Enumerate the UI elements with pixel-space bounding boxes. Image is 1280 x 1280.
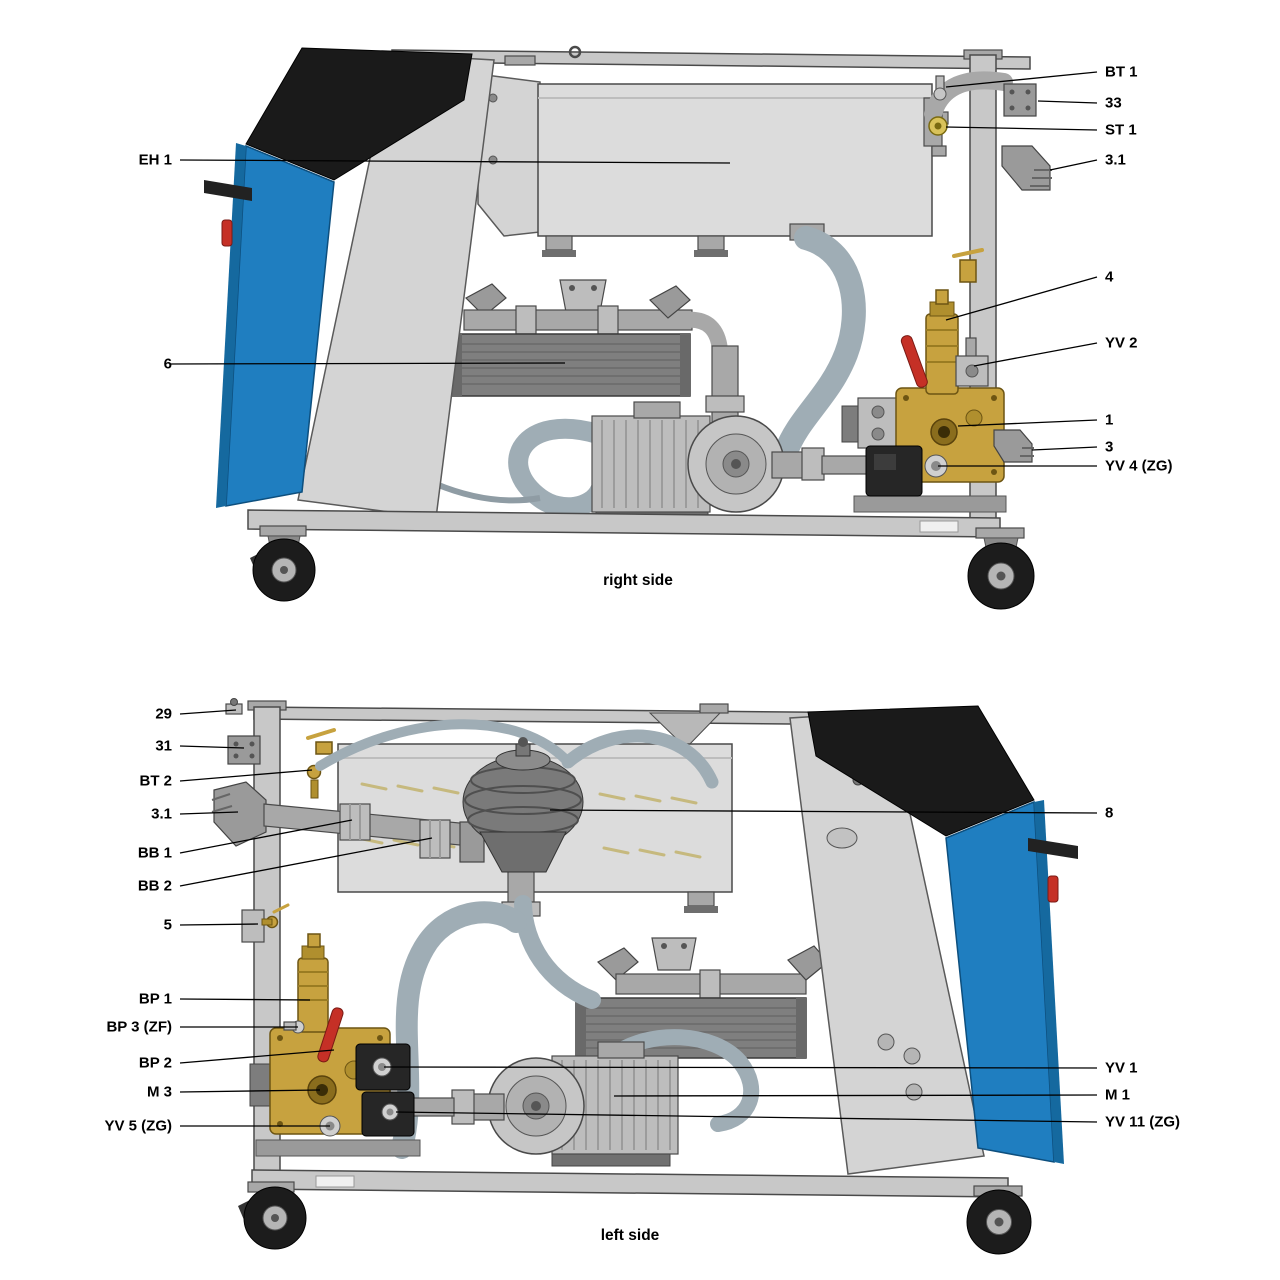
callout-yv11: YV 11 (ZG): [1105, 1113, 1181, 1131]
valve-yv4: [865, 445, 923, 497]
callout-3-1-right: 3.1: [1105, 151, 1126, 169]
callout-29: 29: [155, 705, 172, 723]
callout-m3: M 3: [146, 1083, 172, 1101]
callout-yv4: YV 4 (ZG): [1105, 457, 1173, 475]
leader-29: [179, 709, 237, 715]
flange-31: [227, 735, 261, 765]
sensor-bt2-fitting: [315, 741, 333, 755]
leader-3-1-right: [1049, 159, 1098, 171]
leader-bt1: [945, 71, 1098, 88]
red-button: [221, 219, 233, 247]
base-and-casters-right-view: [247, 509, 1035, 610]
fitting-3: [993, 429, 1033, 463]
coupling-bb2: [419, 819, 451, 859]
callout-bb2: BB 2: [137, 877, 172, 895]
callout-st1: ST 1: [1105, 121, 1137, 139]
pump-handle-left: [317, 1007, 344, 1063]
callout-yv5: YV 5 (ZG): [104, 1117, 172, 1135]
callout-31: 31: [155, 737, 172, 755]
leader-st1: [945, 126, 1098, 131]
callout-yv1: YV 1: [1105, 1059, 1138, 1077]
leader-1: [957, 419, 1098, 427]
callout-8: 8: [1105, 804, 1114, 822]
side-cover-right-view: [204, 47, 495, 519]
callout-bt1: BT 1: [1105, 63, 1138, 81]
callout-3: 3: [1105, 438, 1114, 456]
hoses-right-view: [434, 223, 866, 518]
caption-left-side: left side: [600, 1227, 660, 1244]
black-cover-panel: [245, 47, 473, 181]
callout-bt2: BT 2: [139, 772, 172, 790]
fitting-3-1-right: [1001, 145, 1051, 191]
callout-33: 33: [1105, 94, 1122, 112]
handle-left: [1028, 838, 1078, 859]
pump-handle: [900, 335, 928, 388]
left-piping: [211, 698, 719, 943]
bracket-5: [241, 909, 265, 943]
leader-lines: [169, 71, 1098, 1127]
heater-eh1: [477, 73, 949, 257]
base-and-casters-left-view: [238, 1169, 1032, 1255]
fitting-3-1-left: [213, 781, 267, 847]
callout-bp2: BP 2: [138, 1054, 172, 1072]
leader-bp2: [179, 1049, 335, 1064]
leader-3: [1031, 446, 1098, 451]
leader-bb2: [179, 837, 433, 887]
leader-m3: [179, 1089, 321, 1093]
callout-yv2: YV 2: [1105, 334, 1138, 352]
callout-eh1: EH 1: [138, 151, 172, 169]
caption-right-side: right side: [603, 572, 673, 589]
leader-33: [1037, 100, 1098, 104]
motor-right-view: [591, 401, 871, 523]
hoses-left-view: [391, 895, 760, 1159]
callout-4: 4: [1105, 268, 1114, 286]
pump-assembly-left-view: [249, 933, 421, 1157]
valve-4: [959, 259, 977, 283]
blue-cover-panel: [225, 144, 335, 507]
machine-right-side: [204, 45, 1052, 610]
red-button-left: [1047, 875, 1059, 903]
callout-bp3: BP 3 (ZF): [106, 1018, 172, 1036]
leader-yv2: [973, 342, 1098, 367]
leader-eh1: [179, 159, 731, 164]
callout-bb1: BB 1: [137, 844, 172, 862]
leader-5: [179, 923, 259, 926]
motor-m1: [409, 1041, 679, 1167]
leader-bb1: [179, 819, 353, 854]
leader-31: [179, 745, 245, 749]
pump-regulator-4: [925, 313, 959, 395]
flange-33: [1003, 83, 1037, 117]
callout-3-1-left: 3.1: [151, 805, 172, 823]
leader-yv1: [383, 1066, 1098, 1069]
side-cover-left-view: [789, 705, 1078, 1175]
leader-8: [549, 809, 1098, 814]
leader-m1: [613, 1094, 1098, 1097]
leader-bt2: [179, 769, 313, 782]
leader-4: [945, 276, 1098, 321]
leader-6: [169, 362, 566, 365]
black-cover-panel-left: [807, 705, 1035, 837]
pump-regulator-bp1: [297, 957, 329, 1033]
pump-assembly-right-view: [841, 289, 1034, 513]
filter-8: [462, 737, 584, 917]
handle: [204, 180, 252, 201]
callout-m1: M 1: [1105, 1086, 1131, 1104]
callout-5: 5: [163, 916, 172, 934]
callout-bp1: BP 1: [138, 990, 172, 1008]
leader-3-1-left: [179, 811, 239, 815]
callout-6: 6: [163, 355, 172, 373]
leader-bp1: [179, 998, 311, 1001]
machine-left-side: [211, 698, 1078, 1255]
callout-1: 1: [1105, 411, 1114, 429]
leader-yv11: [395, 1111, 1098, 1123]
